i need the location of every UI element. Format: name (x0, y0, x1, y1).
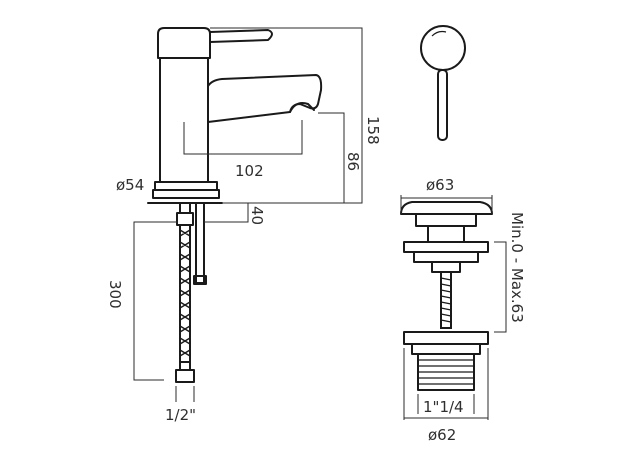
hose-end-ferrule (179, 361, 191, 371)
waste-rod-threads (440, 277, 452, 323)
waste-upper-ring (413, 251, 479, 263)
tap-aerator (289, 102, 315, 113)
hose-end-nut (175, 369, 195, 383)
dim-height-label: 158 (364, 116, 382, 145)
waste-lower-flange (403, 331, 489, 345)
handle-stem (437, 69, 448, 141)
tap-body-cap (157, 27, 211, 59)
handle-knob (420, 25, 466, 71)
waste-collar (431, 261, 461, 273)
dim-base-diameter-label: ø54 (116, 176, 144, 194)
tap-spout (207, 74, 323, 123)
tap-body (159, 57, 209, 183)
tap-dimension-lines (133, 27, 363, 402)
dim-waste-range-label: Min.0 - Max.63 (508, 212, 526, 323)
handle-knob-highlight (431, 30, 447, 37)
dim-hose-thread-label: 1/2" (165, 406, 196, 424)
hose-top-fitting (179, 202, 191, 214)
dim-hose-length-label: 300 (106, 280, 124, 309)
waste-cap (400, 201, 493, 215)
waste-top-flange (415, 213, 477, 227)
tap-base (154, 181, 218, 191)
dim-waste-cap-label: ø63 (426, 176, 454, 194)
waste-spring-housing (427, 225, 465, 243)
waste-dimension-lines (400, 195, 507, 420)
dim-waste-thread-label: 1"1/4 (423, 398, 464, 416)
rod-nut (193, 275, 207, 285)
hose-nut (176, 212, 194, 226)
waste-lower-ring (411, 343, 481, 355)
waste-upper-body (403, 241, 489, 253)
waste-assembly (400, 201, 493, 391)
waste-threaded-rod (440, 271, 452, 329)
dim-waste-flange-label: ø62 (428, 426, 456, 444)
dim-reach-label: 102 (235, 162, 264, 180)
waste-body-threads (418, 359, 474, 385)
mounting-rod (195, 202, 205, 284)
dim-deck-label: 40 (248, 206, 266, 225)
hose-braid-pattern (179, 229, 191, 369)
tap-side-view (147, 27, 323, 383)
dim-spout-height-label: 86 (344, 152, 362, 171)
tap-handle-lever (209, 29, 273, 43)
handle-front-view (420, 25, 466, 141)
tap-base-plate (152, 189, 220, 199)
